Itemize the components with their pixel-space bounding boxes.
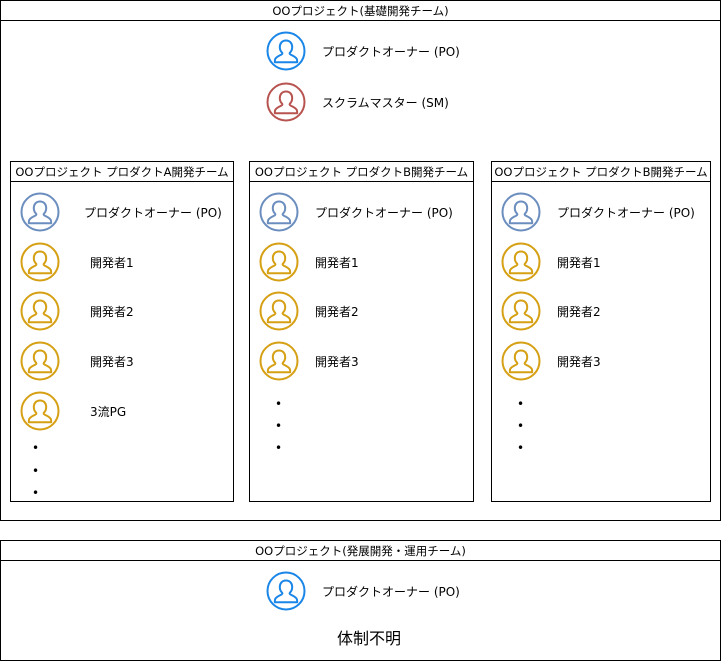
team-a-member-label: 開発者1	[90, 255, 134, 270]
team-a-member: 開発者3	[20, 341, 134, 381]
team-a-product-owner: プロダクトオーナー (PO)	[20, 192, 222, 232]
user-icon	[259, 192, 299, 232]
team-b2-product-owner-label: プロダクトオーナー (PO)	[557, 205, 695, 220]
team-a-member: 開発者2	[20, 291, 134, 331]
team-b2-member: 開発者3	[501, 341, 601, 381]
sub-product-owner: プロダクトオーナー (PO)	[266, 571, 460, 611]
team-b-member-label: 開発者3	[315, 354, 359, 369]
team-b2-member-label: 開発者3	[557, 354, 601, 369]
main-scrum-master: スクラムマスター (SM)	[266, 82, 449, 122]
ellipsis-dot: •	[32, 441, 40, 455]
ellipsis-dot: •	[517, 397, 525, 411]
user-icon	[266, 571, 306, 611]
team-b2-member: 開発者2	[501, 291, 601, 331]
user-icon	[501, 192, 541, 232]
team-b-product-owner-label: プロダクトオーナー (PO)	[315, 205, 453, 220]
ellipsis-dot: •	[32, 464, 40, 478]
team-a-title: OOプロジェクト プロダクトA開発チーム	[11, 162, 233, 182]
ellipsis-dot: •	[275, 441, 283, 455]
user-icon	[501, 291, 541, 331]
team-b2-member-label: 開発者1	[557, 255, 601, 270]
team-b2-title: OOプロジェクト プロダクトB開発チーム	[492, 162, 710, 182]
ellipsis-dot: •	[32, 486, 40, 500]
team-b-member: 開発者1	[259, 242, 359, 282]
user-icon	[259, 341, 299, 381]
ellipsis-dot: •	[275, 419, 283, 433]
team-a-container: OOプロジェクト プロダクトA開発チーム プロダクトオーナー (PO) 開発者1…	[10, 161, 234, 502]
ellipsis-dot: •	[517, 441, 525, 455]
team-a-member: 開発者1	[20, 242, 134, 282]
team-b2-member: 開発者1	[501, 242, 601, 282]
ellipsis-dot: •	[517, 419, 525, 433]
sub-project-title: OOプロジェクト(発展開発・運用チーム)	[1, 541, 720, 561]
user-icon	[501, 242, 541, 282]
team-a-product-owner-label: プロダクトオーナー (PO)	[84, 205, 222, 220]
user-icon	[20, 391, 60, 431]
sub-product-owner-label: プロダクトオーナー (PO)	[322, 584, 460, 599]
user-icon	[259, 242, 299, 282]
team-a-member-label: 開発者2	[90, 304, 134, 319]
team-b2-product-owner: プロダクトオーナー (PO)	[501, 192, 695, 232]
team-b-member-label: 開発者1	[315, 255, 359, 270]
team-a-member: 3流PG	[20, 391, 126, 431]
structure-status: 体制不明	[337, 629, 402, 648]
user-icon	[20, 291, 60, 331]
user-icon	[266, 31, 306, 71]
team-b2-container: OOプロジェクト プロダクトB開発チーム プロダクトオーナー (PO) 開発者1…	[491, 161, 711, 502]
team-b-member: 開発者2	[259, 291, 359, 331]
team-a-member-label: 開発者3	[90, 354, 134, 369]
user-icon	[20, 192, 60, 232]
main-project-title: OOプロジェクト(基礎開発チーム)	[1, 1, 720, 21]
team-b-member: 開発者3	[259, 341, 359, 381]
team-b-member-label: 開発者2	[315, 304, 359, 319]
user-icon	[20, 341, 60, 381]
main-scrum-master-label: スクラムマスター (SM)	[322, 95, 449, 110]
user-icon	[20, 242, 60, 282]
main-product-owner-label: プロダクトオーナー (PO)	[322, 44, 460, 59]
team-b-product-owner: プロダクトオーナー (PO)	[259, 192, 453, 232]
team-a-member-label: 3流PG	[90, 404, 127, 419]
user-icon	[266, 82, 306, 122]
main-product-owner: プロダクトオーナー (PO)	[266, 31, 460, 71]
ellipsis-dot: •	[275, 397, 283, 411]
main-project-container: OOプロジェクト(基礎開発チーム) プロダクトオーナー (PO) スクラムマスタ…	[0, 0, 721, 521]
team-b2-member-label: 開発者2	[557, 304, 601, 319]
sub-project-container: OOプロジェクト(発展開発・運用チーム) プロダクトオーナー (PO) 体制不明	[0, 540, 721, 661]
team-b-container: OOプロジェクト プロダクトB開発チーム プロダクトオーナー (PO) 開発者1…	[249, 161, 474, 502]
team-b-title: OOプロジェクト プロダクトB開発チーム	[250, 162, 473, 182]
user-icon	[259, 291, 299, 331]
user-icon	[501, 341, 541, 381]
